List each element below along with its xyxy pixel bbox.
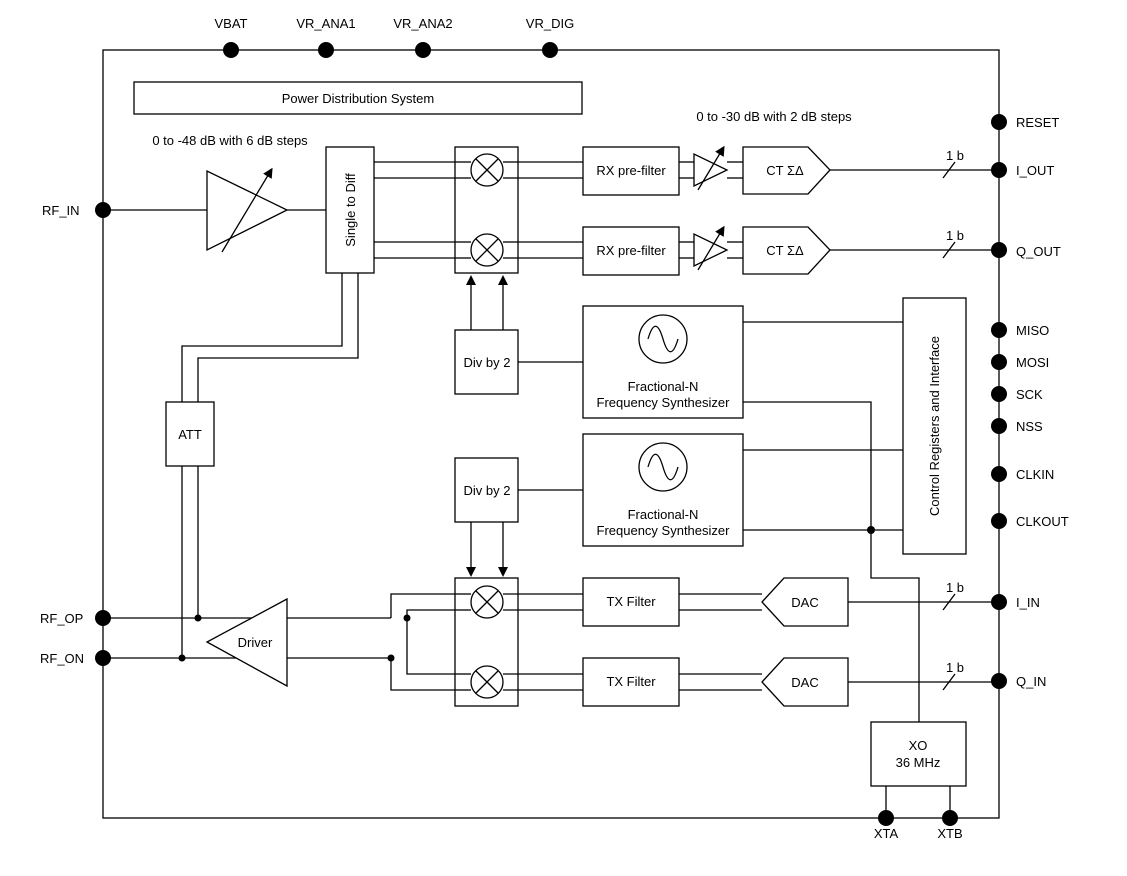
pin-sck: SCK: [991, 386, 1043, 402]
i-out-bus-width: 1 b: [946, 148, 964, 163]
lna-variable-arrow: [221, 167, 273, 253]
tx-synth-label-line1: Fractional-N: [628, 507, 699, 522]
rx-synth-label-line1: Fractional-N: [628, 379, 699, 394]
rx-oscillator-icon: [638, 314, 688, 364]
pin-label-vr-ana2: VR_ANA2: [393, 16, 452, 31]
ct-sigma-delta-q: [742, 226, 831, 275]
power-distribution-block: [133, 81, 583, 115]
dac-q-label: DAC: [791, 675, 818, 690]
pin-label-vbat: VBAT: [215, 16, 248, 31]
tx-div-by-2-label: Div by 2: [464, 483, 511, 498]
rx-prefilter-i: [582, 146, 680, 196]
pin-label-miso: MISO: [1016, 323, 1049, 338]
power-distribution-label: Power Distribution System: [282, 91, 434, 106]
pin-clkin: CLKIN: [991, 466, 1054, 482]
pin-nss: NSS: [991, 418, 1043, 434]
rx-synth-label-line2: Frequency Synthesizer: [597, 395, 731, 410]
pin-label-xta: XTA: [874, 826, 899, 841]
pin-xta: XTA: [874, 810, 899, 841]
pin-miso: MISO: [991, 322, 1049, 338]
pin-label-i-out: I_OUT: [1016, 163, 1054, 178]
pin-label-q-in: Q_IN: [1016, 674, 1046, 689]
rx-mixer-i-icon: [470, 153, 504, 187]
tx-oscillator-icon: [638, 442, 688, 492]
control-registers-block: [902, 297, 967, 555]
pin-label-rf-on: RF_ON: [40, 651, 84, 666]
pin-xtb: XTB: [937, 810, 963, 841]
tx-mixer-q-icon: [470, 665, 504, 699]
pin-label-clkout: CLKOUT: [1016, 514, 1069, 529]
tx-mixer-i-icon: [470, 585, 504, 619]
control-registers-label: Control Registers and Interface: [927, 336, 942, 516]
pin-label-q-out: Q_OUT: [1016, 244, 1061, 259]
tx-filter-i-label: TX Filter: [606, 594, 656, 609]
tx-filter-i: [582, 577, 680, 627]
ct-sigma-delta-i: [742, 146, 831, 195]
chip-outline: [102, 49, 1000, 819]
single-to-diff-block: [325, 146, 375, 274]
pin-vr-ana2: VR_ANA2: [393, 16, 453, 58]
rx-prefilter-q-label: RX pre-filter: [596, 243, 666, 258]
att-label: ATT: [178, 427, 202, 442]
driver-amplifier: [205, 597, 288, 688]
xo-block: [870, 721, 967, 787]
i-in-bus-width: 1 b: [946, 580, 964, 595]
pin-rf-op: RF_OP: [40, 610, 111, 626]
pin-label-rf-in: RF_IN: [42, 203, 80, 218]
q-out-bus-width: 1 b: [946, 228, 964, 243]
ct-sigma-delta-i-label: CT ΣΔ: [766, 163, 804, 178]
ct-sigma-delta-q-label: CT ΣΔ: [766, 243, 804, 258]
single-to-diff-label: Single to Diff: [343, 173, 358, 247]
lna-gain-note: 0 to -48 dB with 6 dB steps: [152, 133, 308, 148]
tx-div-by-2: [454, 457, 519, 523]
pin-label-reset: RESET: [1016, 115, 1059, 130]
pin-vbat: VBAT: [215, 16, 248, 58]
pin-label-vr-dig: VR_DIG: [526, 16, 574, 31]
pin-mosi: MOSI: [991, 354, 1049, 370]
pin-q-out: Q_OUT: [991, 242, 1061, 259]
rx-prefilter-i-label: RX pre-filter: [596, 163, 666, 178]
tx-filter-q: [582, 657, 680, 707]
driver-label: Driver: [238, 635, 273, 650]
pin-label-clkin: CLKIN: [1016, 467, 1054, 482]
pin-q-in: Q_IN: [991, 673, 1046, 689]
pga-gain-note: 0 to -30 dB with 2 dB steps: [696, 109, 852, 124]
xo-label-line2: 36 MHz: [896, 755, 941, 770]
pin-i-out: I_OUT: [991, 162, 1054, 178]
rx-div-by-2-label: Div by 2: [464, 355, 511, 370]
pin-label-nss: NSS: [1016, 419, 1043, 434]
pin-rf-in: RF_IN: [42, 202, 111, 218]
rx-prefilter-q: [582, 226, 680, 276]
pin-label-mosi: MOSI: [1016, 355, 1049, 370]
xo-label-line1: XO: [909, 738, 928, 753]
pin-label-sck: SCK: [1016, 387, 1043, 402]
pin-label-i-in: I_IN: [1016, 595, 1040, 610]
pin-label-xtb: XTB: [937, 826, 962, 841]
pin-reset: RESET: [991, 114, 1059, 130]
dac-i-label: DAC: [791, 595, 818, 610]
pin-label-vr-ana1: VR_ANA1: [296, 16, 355, 31]
tx-filter-q-label: TX Filter: [606, 674, 656, 689]
pin-vr-ana1: VR_ANA1: [296, 16, 356, 58]
tx-synth-label-line2: Frequency Synthesizer: [597, 523, 731, 538]
pin-rf-on: RF_ON: [40, 650, 111, 666]
q-in-bus-width: 1 b: [946, 660, 964, 675]
att-block: [165, 401, 215, 467]
pin-clkout: CLKOUT: [991, 513, 1069, 529]
pin-vr-dig: VR_DIG: [526, 16, 574, 58]
pin-label-rf-op: RF_OP: [40, 611, 83, 626]
rx-mixer-q-icon: [470, 233, 504, 267]
